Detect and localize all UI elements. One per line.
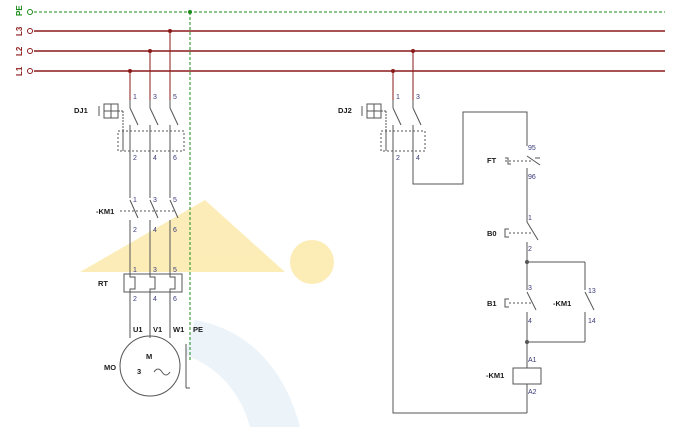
km1-terminal-1: 1 bbox=[133, 197, 137, 204]
dj2-terminal-3: 3 bbox=[416, 94, 420, 101]
l1-terminal bbox=[27, 68, 33, 74]
km1-terminal-14: 14 bbox=[588, 318, 596, 325]
power-circuit bbox=[129, 31, 171, 100]
rt-terminal-5: 5 bbox=[173, 267, 177, 274]
dj1-terminal-2: 2 bbox=[133, 155, 137, 162]
rt-terminal-1: 1 bbox=[133, 267, 137, 274]
dj1-terminal-4: 4 bbox=[153, 155, 157, 162]
b0-terminal-1: 1 bbox=[528, 215, 532, 222]
watermark-blue-shape bbox=[185, 320, 300, 427]
rt-label: RT bbox=[98, 279, 108, 288]
watermark bbox=[80, 200, 334, 427]
rt-terminal-2: 2 bbox=[133, 296, 137, 303]
motor-terminal-u1: U1 bbox=[133, 325, 143, 334]
l1-label: L1 bbox=[15, 66, 24, 76]
ft-terminal-96: 96 bbox=[528, 174, 536, 181]
dj1-terminal-5: 5 bbox=[173, 94, 177, 101]
watermark-triangle bbox=[80, 200, 285, 272]
km1-hold-label: -KM1 bbox=[553, 299, 571, 308]
pe-terminal bbox=[27, 9, 33, 15]
motor-terminal-v1: V1 bbox=[153, 325, 162, 334]
bus-lines: PE L3 L2 L1 bbox=[15, 5, 665, 76]
dj2-terminal-4: 4 bbox=[416, 155, 420, 162]
junction-l2-control bbox=[411, 49, 415, 53]
l2-terminal bbox=[27, 48, 33, 54]
ft-label: FT bbox=[487, 156, 497, 165]
junction-l1-power bbox=[128, 69, 132, 73]
control-wiring bbox=[392, 111, 595, 414]
dj2-terminal-1: 1 bbox=[396, 94, 400, 101]
b0-label: B0 bbox=[487, 229, 497, 238]
dj2-terminal-2: 2 bbox=[396, 155, 400, 162]
coil-terminal-a2: A2 bbox=[528, 389, 537, 396]
b1-terminal-3: 3 bbox=[528, 285, 532, 292]
thermal-relay-rt bbox=[123, 268, 183, 338]
l2-label: L2 bbox=[15, 46, 24, 56]
motor-terminal-pe: PE bbox=[193, 325, 203, 334]
km1-terminal-2: 2 bbox=[133, 227, 137, 234]
dj1-terminal-3: 3 bbox=[153, 94, 157, 101]
dj1-terminal-1: 1 bbox=[133, 94, 137, 101]
motor-phases: 3 bbox=[137, 367, 141, 376]
rt-terminal-6: 6 bbox=[173, 296, 177, 303]
junction-parallel-top bbox=[525, 260, 529, 264]
dj1-terminal-6: 6 bbox=[173, 155, 177, 162]
rt-terminal-4: 4 bbox=[153, 296, 157, 303]
ft-terminal-95: 95 bbox=[528, 145, 536, 152]
motor-terminal-w1: W1 bbox=[173, 325, 184, 334]
km1-terminal-3: 3 bbox=[153, 197, 157, 204]
breaker-dj2 bbox=[361, 100, 426, 158]
motor-mo bbox=[119, 335, 190, 397]
motor-label: MO bbox=[104, 363, 116, 372]
dj2-label: DJ2 bbox=[338, 106, 352, 115]
junction-l3-power bbox=[168, 29, 172, 33]
breaker-dj1 bbox=[98, 100, 185, 158]
motor-symbol: M bbox=[146, 352, 152, 361]
contactor-km1 bbox=[120, 158, 179, 268]
pe-label: PE bbox=[15, 5, 24, 16]
coil-label: -KM1 bbox=[486, 371, 504, 380]
rt-terminal-3: 3 bbox=[153, 267, 157, 274]
b0-terminal-2: 2 bbox=[528, 246, 532, 253]
junction-parallel-bottom bbox=[525, 340, 529, 344]
b1-label: B1 bbox=[487, 299, 497, 308]
watermark-dot bbox=[290, 240, 334, 284]
pe-junction bbox=[188, 10, 192, 14]
km1-terminal-6: 6 bbox=[173, 227, 177, 234]
junction-l2-power bbox=[148, 49, 152, 53]
coil-terminal-a1: A1 bbox=[528, 357, 537, 364]
b1-terminal-4: 4 bbox=[528, 318, 532, 325]
km1-power-label: -KM1 bbox=[96, 207, 114, 216]
km1-terminal-4: 4 bbox=[153, 227, 157, 234]
control-drops bbox=[392, 51, 414, 100]
dj1-label: DJ1 bbox=[74, 106, 88, 115]
l3-label: L3 bbox=[15, 26, 24, 36]
km1-terminal-13: 13 bbox=[588, 288, 596, 295]
junction-l1-control bbox=[391, 69, 395, 73]
l3-terminal bbox=[27, 28, 33, 34]
km1-terminal-5: 5 bbox=[173, 197, 177, 204]
